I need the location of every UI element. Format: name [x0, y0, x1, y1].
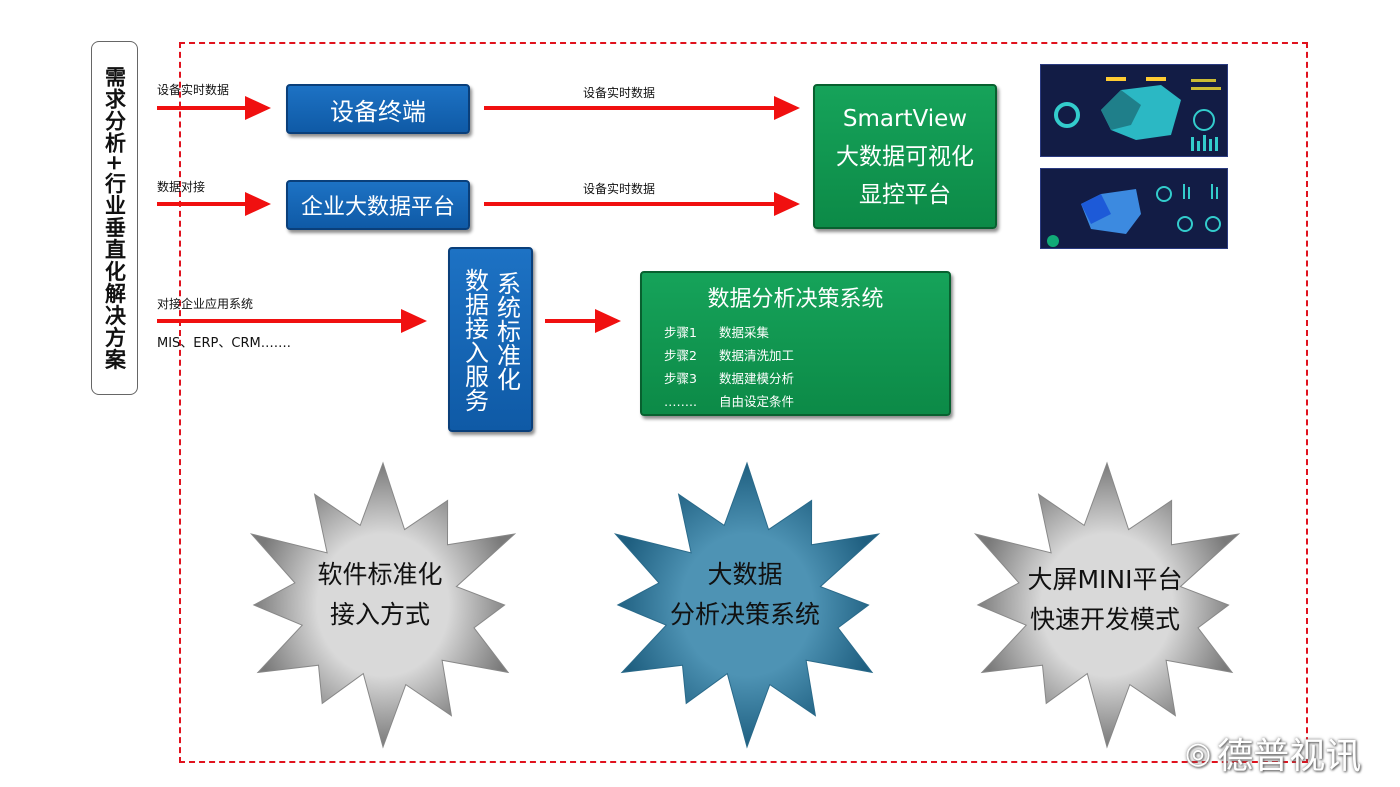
watermark: ◎德普视讯 [1185, 735, 1362, 778]
dashboard-preview-icon [1054, 77, 1221, 151]
burst-shape-1 [249, 461, 517, 749]
smartview-line: 大数据可视化 [836, 143, 974, 170]
arrow-icon [484, 96, 800, 120]
dashboard-thumbnail-2 [1040, 168, 1228, 249]
burst-shape-2 [613, 461, 881, 749]
weibo-icon: ◎ [1185, 735, 1212, 771]
arrow-icon [157, 309, 427, 333]
burst-text-1: 软件标准化接入方式 [317, 560, 443, 629]
output-label-2: 设备实时数据 [583, 182, 656, 196]
arrow-icon [157, 96, 271, 120]
burst-polygon [613, 461, 881, 749]
smartview-line: 显控平台 [859, 181, 951, 208]
enterprise-bigdata-box: 企业大数据平台 [286, 180, 470, 230]
burst-polygon [249, 461, 517, 749]
input-label-2: 数据对接 [157, 180, 206, 194]
output-label-1: 设备实时数据 [583, 86, 656, 100]
data-access-service-box: 数据接入服务 系统标准化 [448, 247, 533, 432]
burst-shape-3 [973, 461, 1241, 749]
side-title-box: 需求分析+行业垂直化解决方案 [91, 41, 138, 395]
input-label-3: 对接企业应用系统 [157, 297, 254, 311]
arrow-icon [157, 192, 271, 216]
systems-label: MIS、ERP、CRM……. [157, 336, 291, 351]
dashboard-thumbnail-1 [1040, 64, 1228, 157]
arrow-icon [545, 309, 621, 333]
arrow-icon [484, 192, 800, 216]
analysis-title: 数据分析决策系统 [707, 287, 884, 312]
input-label-1: 设备实时数据 [157, 83, 230, 97]
dashed-frame [179, 42, 1308, 763]
dashboard-preview-icon [1047, 184, 1221, 247]
smartview-line: SmartView [842, 105, 968, 132]
access-col-2: 数据接入服务 [460, 267, 489, 412]
device-terminal-box: 设备终端 [286, 84, 470, 134]
burst-text-2: 大数据分析决策系统 [669, 560, 820, 629]
burst-text-3: 大屏MINI平台快速开发模式 [1027, 565, 1183, 634]
burst-polygon [973, 461, 1241, 749]
smartview-box: SmartView 大数据可视化 显控平台 [813, 84, 997, 229]
step-row: ……..自由设定条件 [664, 394, 795, 409]
access-col-1: 系统标准化 [492, 271, 521, 391]
side-title: 需求分析+行业垂直化解决方案 [102, 65, 127, 371]
